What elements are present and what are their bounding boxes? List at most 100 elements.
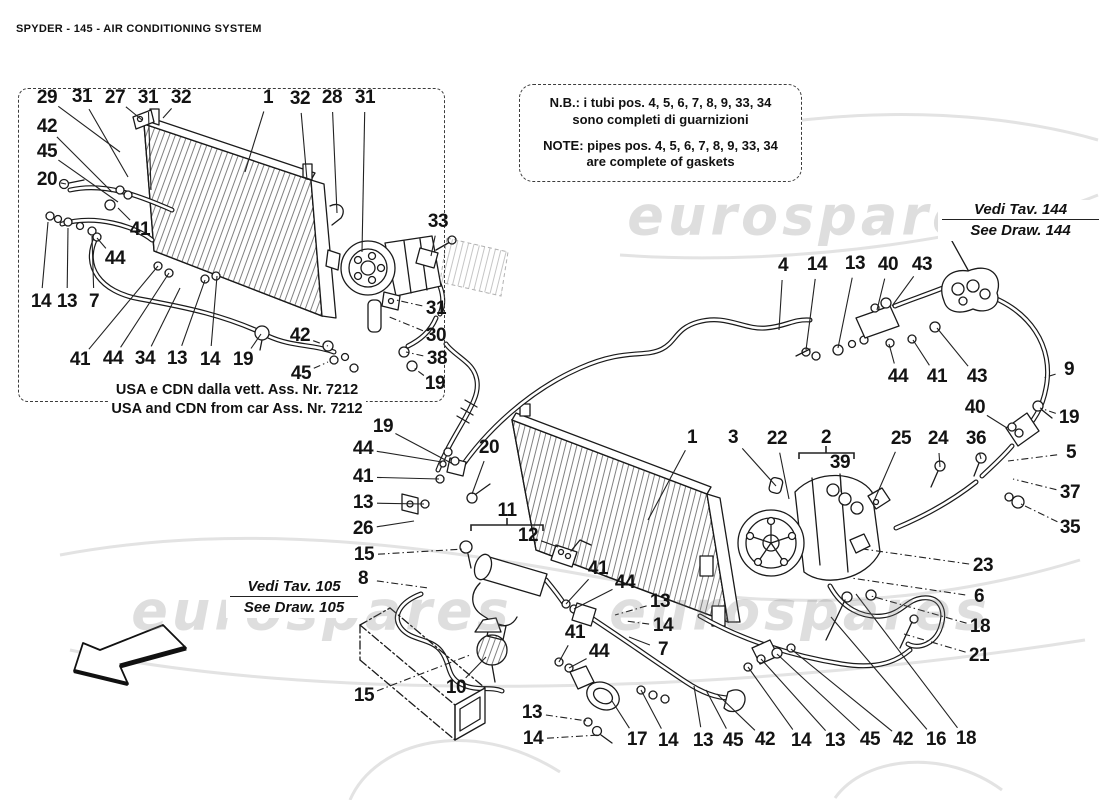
callout-1: 1: [686, 427, 698, 448]
main-condenser: [401, 403, 741, 627]
callout-43: 43: [911, 254, 933, 275]
callout-14: 14: [199, 349, 221, 370]
callout-44: 44: [588, 641, 610, 662]
callout-29: 29: [36, 87, 58, 108]
callout-32: 32: [170, 87, 192, 108]
callout-45: 45: [722, 730, 744, 751]
ref-draw-144-en: See Draw. 144: [970, 222, 1071, 240]
callout-16: 16: [925, 729, 947, 750]
callout-11: 11: [497, 500, 517, 521]
callout-45: 45: [859, 729, 881, 750]
callout-13: 13: [56, 291, 78, 312]
inset-caption: USA e CDN dalla vett. Ass. Nr. 7212 USA …: [108, 381, 366, 419]
ref-draw-105-en: See Draw. 105: [243, 599, 345, 617]
callout-26: 26: [352, 518, 374, 539]
callout-42: 42: [754, 729, 776, 750]
callout-13: 13: [649, 591, 671, 612]
callout-41: 41: [129, 219, 151, 240]
callout-20: 20: [478, 437, 500, 458]
callout-13: 13: [521, 702, 543, 723]
callout-45: 45: [36, 141, 58, 162]
callout-21: 21: [968, 645, 990, 666]
callout-18: 18: [955, 728, 977, 749]
callout-38: 38: [426, 348, 448, 369]
callout-41: 41: [926, 366, 948, 387]
callout-13: 13: [166, 348, 188, 369]
callout-19: 19: [232, 349, 254, 370]
callout-24: 24: [927, 428, 949, 449]
receiver-drier: [459, 539, 796, 744]
callout-33: 33: [427, 211, 449, 232]
callout-2: 2: [820, 427, 832, 448]
callout-15: 15: [353, 544, 375, 565]
callout-13: 13: [692, 730, 714, 751]
callout-1: 1: [262, 87, 274, 108]
inset-compressor: [340, 235, 509, 372]
inset-condenser: [132, 108, 368, 319]
refrigerant-pipes: [394, 283, 1050, 701]
compressor: [737, 473, 919, 649]
evaporator-duct: [359, 607, 486, 741]
callout-37: 37: [1059, 482, 1081, 503]
callout-41: 41: [587, 558, 609, 579]
inset-caption-en: USA and CDN from car Ass. Nr. 7212: [111, 400, 363, 417]
callout-39: 39: [829, 452, 851, 473]
ref-draw-105: Vedi Tav. 105 See Draw. 105: [226, 577, 362, 618]
callout-43: 43: [966, 366, 988, 387]
callout-15: 15: [353, 685, 375, 706]
inset-caption-it: USA e CDN dalla vett. Ass. Nr. 7212: [115, 382, 359, 398]
ref-draw-144: Vedi Tav. 144 See Draw. 144: [938, 200, 1100, 241]
callout-14: 14: [657, 730, 679, 751]
callout-41: 41: [564, 622, 586, 643]
callout-41: 41: [352, 466, 374, 487]
callout-44: 44: [887, 366, 909, 387]
callout-5: 5: [1065, 442, 1077, 463]
callout-19: 19: [1058, 407, 1080, 428]
callout-23: 23: [972, 555, 994, 576]
note-line-it-1: N.B.: i tubi pos. 4, 5, 6, 7, 8, 9, 33, …: [549, 94, 772, 110]
callout-31: 31: [137, 87, 159, 108]
callout-28: 28: [321, 87, 343, 108]
callout-35: 35: [1059, 517, 1081, 538]
callout-41: 41: [69, 349, 91, 370]
callout-10: 10: [445, 677, 467, 698]
callout-44: 44: [104, 248, 126, 269]
callout-14: 14: [522, 728, 544, 749]
callout-40: 40: [877, 254, 899, 275]
note-box: N.B.: i tubi pos. 4, 5, 6, 7, 8, 9, 33, …: [519, 84, 802, 182]
note-line-en-2: are complete of gaskets: [586, 154, 735, 170]
note-line-en-1: NOTE: pipes pos. 4, 5, 6, 7, 8, 9, 33, 3…: [543, 137, 778, 153]
callout-44: 44: [102, 348, 124, 369]
callout-42: 42: [36, 116, 58, 137]
callout-17: 17: [626, 729, 648, 750]
callout-8: 8: [357, 568, 369, 589]
callout-20: 20: [36, 169, 58, 190]
callout-9: 9: [1063, 359, 1075, 380]
note-line-it-2: sono completi di guarnizioni: [572, 111, 749, 127]
page-title: SPYDER - 145 - AIR CONDITIONING SYSTEM: [16, 23, 262, 35]
inset-pipes: [45, 178, 446, 373]
callout-4: 4: [777, 255, 789, 276]
callout-14: 14: [790, 730, 812, 751]
callout-leader-lines: [41, 105, 1058, 739]
callout-32: 32: [289, 88, 311, 109]
callout-7: 7: [657, 639, 669, 660]
ref-draw-105-it: Vedi Tav. 105: [247, 578, 341, 595]
callout-45: 45: [290, 363, 312, 384]
callout-3: 3: [727, 427, 739, 448]
pipe-fittings: [420, 399, 507, 641]
callout-14: 14: [652, 615, 674, 636]
callout-31: 31: [71, 86, 93, 107]
callout-13: 13: [844, 253, 866, 274]
valve-and-flange: [795, 267, 1053, 509]
callout-30: 30: [425, 325, 447, 346]
callout-31: 31: [425, 298, 447, 319]
callout-22: 22: [766, 428, 788, 449]
callout-34: 34: [134, 348, 156, 369]
callout-44: 44: [614, 572, 636, 593]
callout-25: 25: [890, 428, 912, 449]
callout-14: 14: [806, 254, 828, 275]
callout-40: 40: [964, 397, 986, 418]
